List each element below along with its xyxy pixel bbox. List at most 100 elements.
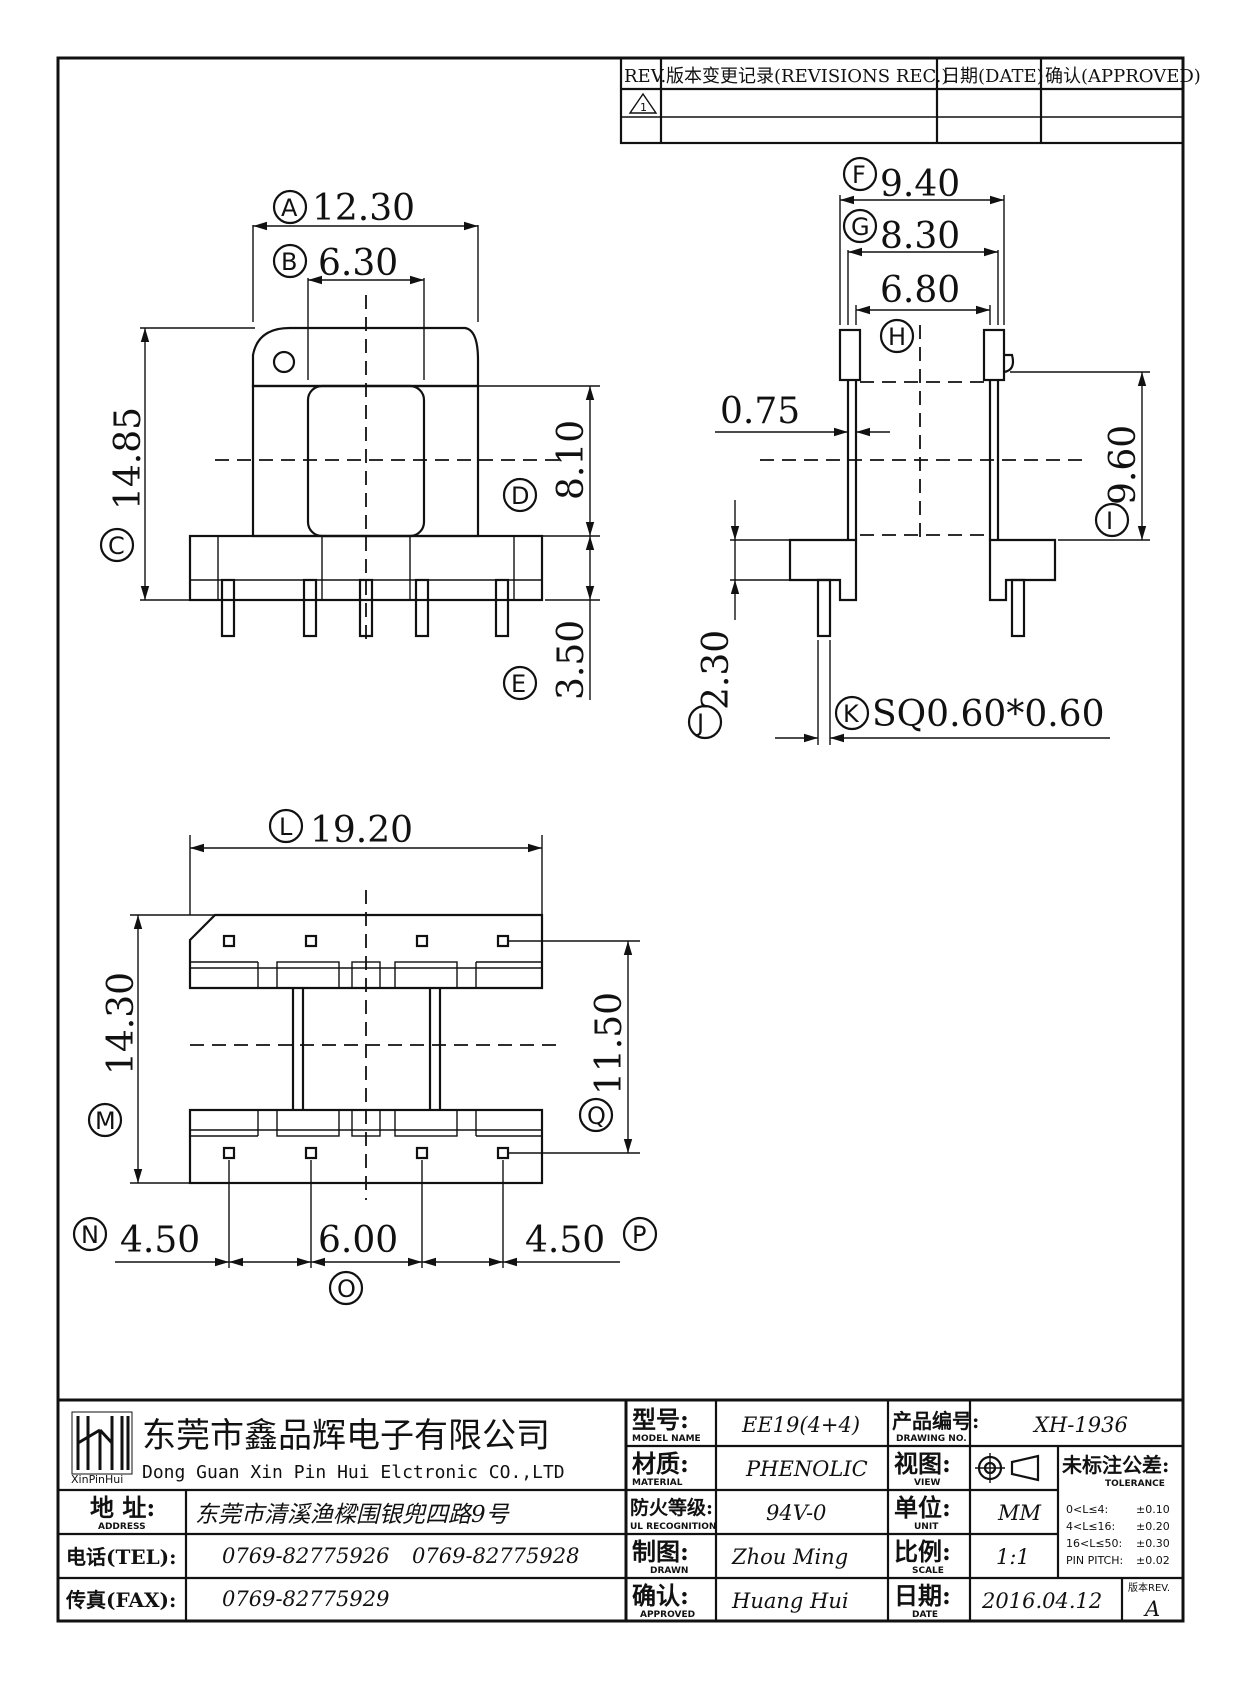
- label-d: D: [511, 482, 529, 510]
- date: 2016.04.12: [981, 1589, 1102, 1613]
- tol-range-3: 16<L≤50:: [1066, 1537, 1122, 1550]
- model: EE19(4+4): [741, 1413, 860, 1437]
- address-label-en: ADDRESS: [98, 1522, 146, 1532]
- unit-label-en: UNIT: [914, 1522, 939, 1532]
- approved-header: 确认(APPROVED): [1045, 66, 1201, 87]
- scale-label: 比例:: [894, 1537, 951, 1566]
- label-g: G: [851, 213, 870, 241]
- label-p: P: [632, 1221, 646, 1249]
- label-e: E: [511, 670, 526, 698]
- label-n: N: [81, 1221, 99, 1249]
- flame-label-en: UL RECOGNITION: [630, 1522, 716, 1532]
- mounting-hole: [272, 350, 296, 374]
- material: PHENOLIC: [745, 1457, 868, 1481]
- fax: 0769-82775929: [222, 1587, 389, 1611]
- dim-h-span: 6.80: [880, 270, 960, 311]
- dim-c-value: 14.85: [108, 407, 149, 510]
- dim-a-value: 12.30: [312, 188, 415, 229]
- approved-label-en: APPROVED: [640, 1610, 695, 1620]
- front-view: A 12.30 B 6.30 C 14.85 D 8.10 E 3.50: [99, 188, 600, 701]
- label-i: I: [1106, 507, 1113, 535]
- tol-value-1: ±0.10: [1136, 1503, 1170, 1516]
- scale: 1:1: [996, 1545, 1030, 1569]
- label-f: F: [852, 161, 866, 189]
- label-c: C: [108, 532, 125, 560]
- date-label: 日期:: [894, 1581, 951, 1610]
- drawn-label: 制图:: [632, 1537, 689, 1566]
- unit: MM: [997, 1501, 1042, 1525]
- label-b: B: [281, 248, 297, 276]
- tol-value-3: ±0.30: [1136, 1537, 1170, 1550]
- fax-label: 传真(FAX):: [65, 1588, 176, 1612]
- dim-e-value: 3.50: [551, 620, 592, 700]
- dim-o-value: 6.00: [318, 1220, 398, 1261]
- view-label-en: VIEW: [914, 1478, 940, 1488]
- tol-range-2: 4<L≤16:: [1066, 1520, 1115, 1533]
- tol-range-4: PIN PITCH:: [1066, 1554, 1123, 1567]
- pin-squares: [222, 934, 510, 1160]
- front-flange: [188, 534, 544, 602]
- dim-d-value: 8.10: [551, 420, 592, 500]
- front-pins: [220, 578, 510, 638]
- approved-label: 确认:: [632, 1581, 689, 1610]
- drawing-no-label: 产品编号:: [892, 1409, 979, 1433]
- dim-q-value: 11.50: [589, 992, 630, 1095]
- bottom-view: L 19.20 M 14.30 Q 11.50 N 4.50 6.00 O 4.…: [72, 808, 658, 1306]
- label-l: L: [279, 813, 293, 841]
- dim-n-value: 4.50: [120, 1220, 200, 1261]
- drawing-no-label-en: DRAWING NO.: [896, 1434, 967, 1444]
- approved-by: Huang Hui: [731, 1589, 849, 1613]
- unit-label: 单位:: [894, 1493, 951, 1522]
- drawn-by: Zhou Ming: [731, 1545, 848, 1569]
- rev-header: REV.: [624, 66, 666, 87]
- company-name-en: Dong Guan Xin Pin Hui Elctronic CO.,LTD: [142, 1462, 565, 1483]
- sheet-frame: [56, 56, 1185, 1623]
- view-label: 视图:: [894, 1449, 951, 1478]
- revision-record-header: 版本变更记录(REVISIONS REC.): [666, 66, 948, 87]
- drawing-no: XH-1936: [1032, 1413, 1128, 1437]
- rev-value: A: [1143, 1597, 1160, 1621]
- model-label-en: MODEL NAME: [632, 1434, 701, 1444]
- rev-label: 版本REV.: [1128, 1581, 1170, 1594]
- projection-symbol-icon: [975, 1453, 1040, 1483]
- company-logo: XinPinHui: [71, 1411, 133, 1486]
- label-a: A: [281, 194, 298, 222]
- rev-symbol: 1: [640, 101, 647, 114]
- address-label: 地 址:: [90, 1493, 155, 1522]
- tol-range-1: 0<L≤4:: [1066, 1503, 1108, 1516]
- flame-label: 防火等级:: [630, 1496, 713, 1519]
- label-h: H: [888, 323, 906, 351]
- label-k: K: [843, 700, 860, 728]
- label-o: O: [337, 1275, 356, 1303]
- revision-triangle-icon: [628, 92, 658, 114]
- tel1: 0769-82775926: [222, 1544, 389, 1568]
- material-label-en: MATERIAL: [632, 1478, 683, 1488]
- dim-i-value: 9.60: [1103, 425, 1144, 505]
- title-block: XinPinHui 东莞市鑫品辉电子有限公司 Dong Guan Xin Pin…: [56, 1398, 1185, 1623]
- tel2: 0769-82775928: [412, 1544, 579, 1568]
- label-m: M: [95, 1107, 116, 1135]
- company-name-cn: 东莞市鑫品辉电子有限公司: [142, 1416, 550, 1456]
- logo-text: XinPinHui: [71, 1473, 123, 1486]
- dim-f-value: 9.40: [880, 164, 960, 205]
- dim-wall-value: 0.75: [720, 391, 800, 432]
- dim-p-value: 4.50: [525, 1220, 605, 1261]
- tel-label: 电话(TEL):: [66, 1545, 177, 1569]
- tol-value-4: ±0.02: [1136, 1554, 1170, 1567]
- dim-g-value: 8.30: [880, 216, 960, 257]
- dim-m-value: 14.30: [101, 972, 142, 1075]
- date-label-en: DATE: [912, 1610, 938, 1620]
- label-j: J: [695, 709, 704, 737]
- dim-j-value: 2.30: [696, 630, 737, 710]
- side-view: F 9.40 G 8.30 6.80 H 0.75 I 9.60 J 2.30 …: [687, 156, 1150, 745]
- dim-l-value: 19.20: [310, 810, 413, 851]
- scale-label-en: SCALE: [912, 1566, 944, 1576]
- tolerance-title-en: TOLERANCE: [1105, 1479, 1165, 1489]
- tolerance-title: 未标注公差:: [1062, 1453, 1169, 1477]
- address: 东莞市清溪渔樑围银兜四路9号: [195, 1502, 510, 1528]
- model-label: 型号:: [632, 1405, 689, 1434]
- tol-value-2: ±0.20: [1136, 1520, 1170, 1533]
- date-header: 日期(DATE): [942, 66, 1044, 87]
